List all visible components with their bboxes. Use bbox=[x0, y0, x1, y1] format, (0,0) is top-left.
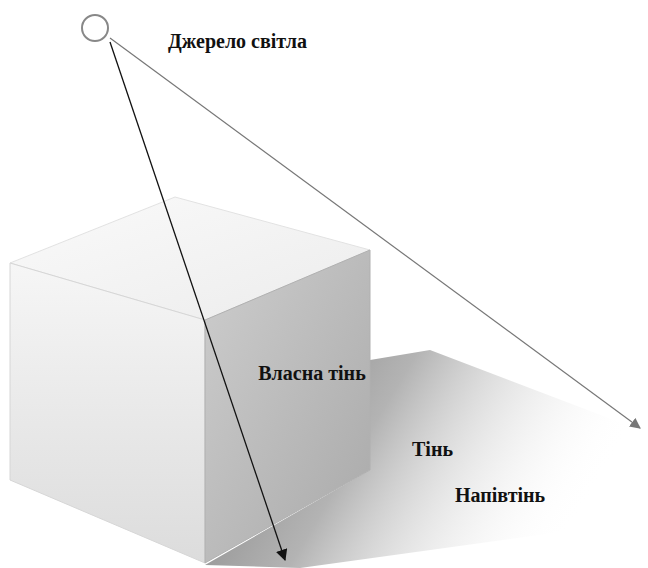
shadow-label: Тінь bbox=[412, 438, 453, 461]
cube-front-face bbox=[10, 263, 205, 563]
light-ray bbox=[110, 42, 285, 560]
cube-right-face bbox=[205, 250, 370, 563]
light-source-label: Джерело світла bbox=[168, 30, 307, 53]
light-source bbox=[82, 15, 108, 41]
penumbra-label: Напівтінь bbox=[455, 484, 545, 507]
light-ray bbox=[110, 38, 640, 428]
own-shadow-label: Власна тінь bbox=[257, 362, 367, 385]
